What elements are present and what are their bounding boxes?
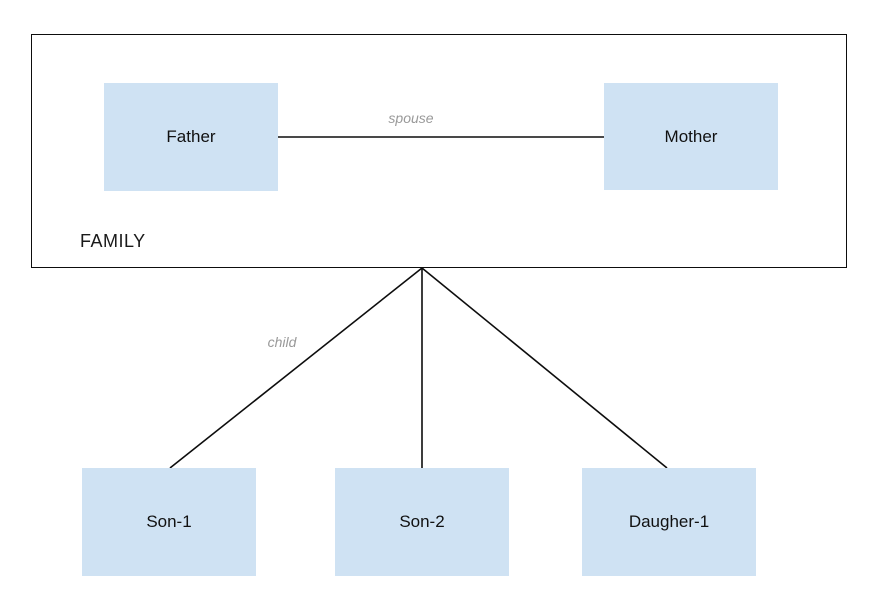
node-daughter1: Daugher-1 [582, 468, 756, 576]
node-mother: Mother [604, 83, 778, 190]
node-son2-label: Son-2 [399, 512, 445, 531]
node-father: Father [104, 83, 278, 191]
node-son1: Son-1 [82, 468, 256, 576]
child-edge-line-daughter1 [421, 267, 668, 469]
child-edge-label: child [267, 334, 297, 350]
family-container-box [31, 34, 847, 268]
spouse-edge-label: spouse [388, 110, 434, 126]
node-daughter1-label: Daugher-1 [628, 512, 710, 531]
node-mother-label: Mother [664, 126, 718, 146]
family-container-label: FAMILY [80, 231, 146, 251]
node-father-label: Father [166, 127, 216, 146]
node-son2: Son-2 [335, 468, 509, 576]
node-son1-label: Son-1 [146, 512, 192, 531]
child-edge-line-son1 [169, 267, 423, 469]
